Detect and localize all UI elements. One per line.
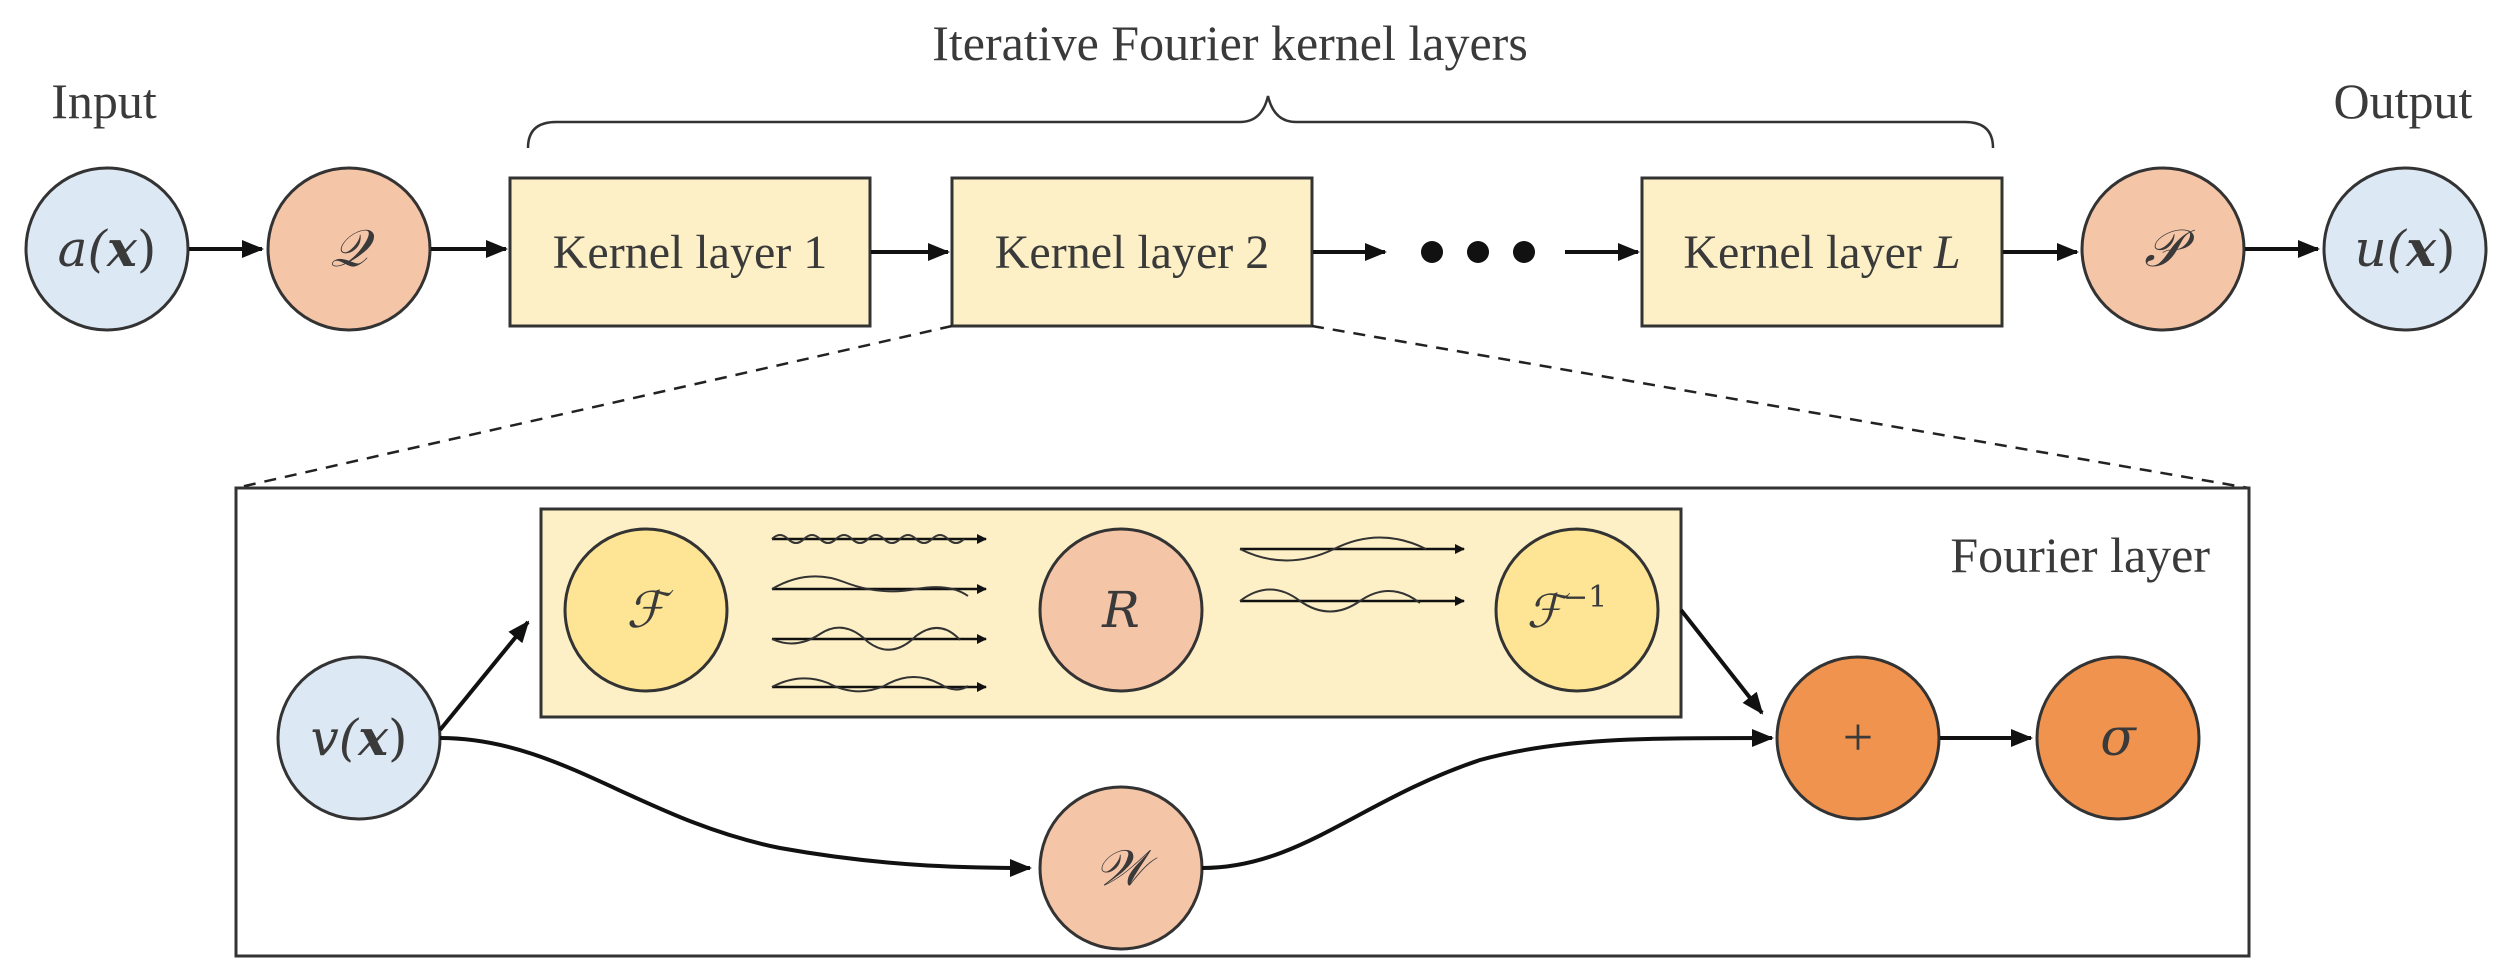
ellipsis-dots — [1421, 241, 1535, 263]
inverse-fourier-superscript: −1 — [1563, 580, 1607, 615]
activation-node-label: σ — [2100, 708, 2137, 768]
input-node-var: x — [106, 219, 138, 278]
svg-text:u(x): u(x) — [2354, 219, 2455, 278]
kernel-layer-2-label: Kernel layer 2 — [995, 226, 1270, 279]
linear-transform-node-w: 𝒲 — [1038, 785, 1204, 951]
fourier-transform-node: ℱ — [563, 527, 729, 693]
arrow-v-to-w — [439, 736, 1032, 877]
svg-text:a(x): a(x) — [58, 219, 157, 278]
sum-node: + — [1775, 655, 1941, 821]
output-node: u(x) — [2322, 166, 2488, 332]
spectral-weight-label: R — [1101, 581, 1140, 639]
arrow-spectral-to-plus — [1679, 608, 1764, 715]
input-label: Input — [51, 73, 157, 129]
zoom-line-right — [1311, 324, 2250, 490]
output-label: Output — [2334, 73, 2473, 129]
v-node-prefix: v( — [310, 709, 359, 767]
inverse-fourier-node: ℱ−1 — [1494, 527, 1660, 693]
svg-text:ℱ−1: ℱ−1 — [1527, 580, 1607, 638]
kernel-layer-L: Kernel layer L — [1640, 176, 2004, 328]
v-input-node: v(x) — [276, 655, 442, 821]
input-node: a(x) — [24, 166, 190, 332]
projection-node-p: 𝒫 — [2080, 166, 2246, 332]
input-node-suffix: ) — [137, 220, 157, 278]
curly-brace — [526, 95, 1995, 149]
arrow-w-to-plus — [1201, 729, 1774, 870]
input-node-prefix: a( — [58, 220, 109, 278]
sum-node-label: + — [1843, 707, 1873, 767]
frequency-waves-right — [1239, 536, 1465, 613]
output-node-prefix: u( — [2354, 220, 2407, 278]
kernel-layer-L-var: L — [1933, 226, 1961, 279]
arrow-v-to-spectral — [438, 620, 530, 732]
frequency-waves-left — [771, 534, 987, 693]
fourier-layer-label: Fourier layer — [1950, 527, 2210, 583]
activation-node-sigma: σ — [2035, 655, 2201, 821]
kernel-layer-1-label: Kernel layer 1 — [553, 226, 828, 279]
spectral-weight-node-r: R — [1038, 527, 1204, 693]
output-node-var: x — [2405, 219, 2437, 278]
diagram-title: Iterative Fourier kernel layers — [932, 15, 1528, 71]
output-node-suffix: ) — [2436, 220, 2456, 278]
kernel-layer-2: Kernel layer 2 — [950, 176, 1314, 328]
svg-text:v(x): v(x) — [310, 708, 407, 767]
kernel-layer-1: Kernel layer 1 — [508, 176, 872, 328]
lifting-node-q: 𝒬 — [266, 166, 432, 332]
v-node-var: x — [357, 708, 389, 767]
v-node-suffix: ) — [388, 709, 408, 767]
kernel-layer-L-prefix: Kernel layer — [1683, 226, 1934, 279]
svg-text:Kernel layer L: Kernel layer L — [1683, 226, 1960, 279]
zoom-line-left — [235, 324, 953, 490]
